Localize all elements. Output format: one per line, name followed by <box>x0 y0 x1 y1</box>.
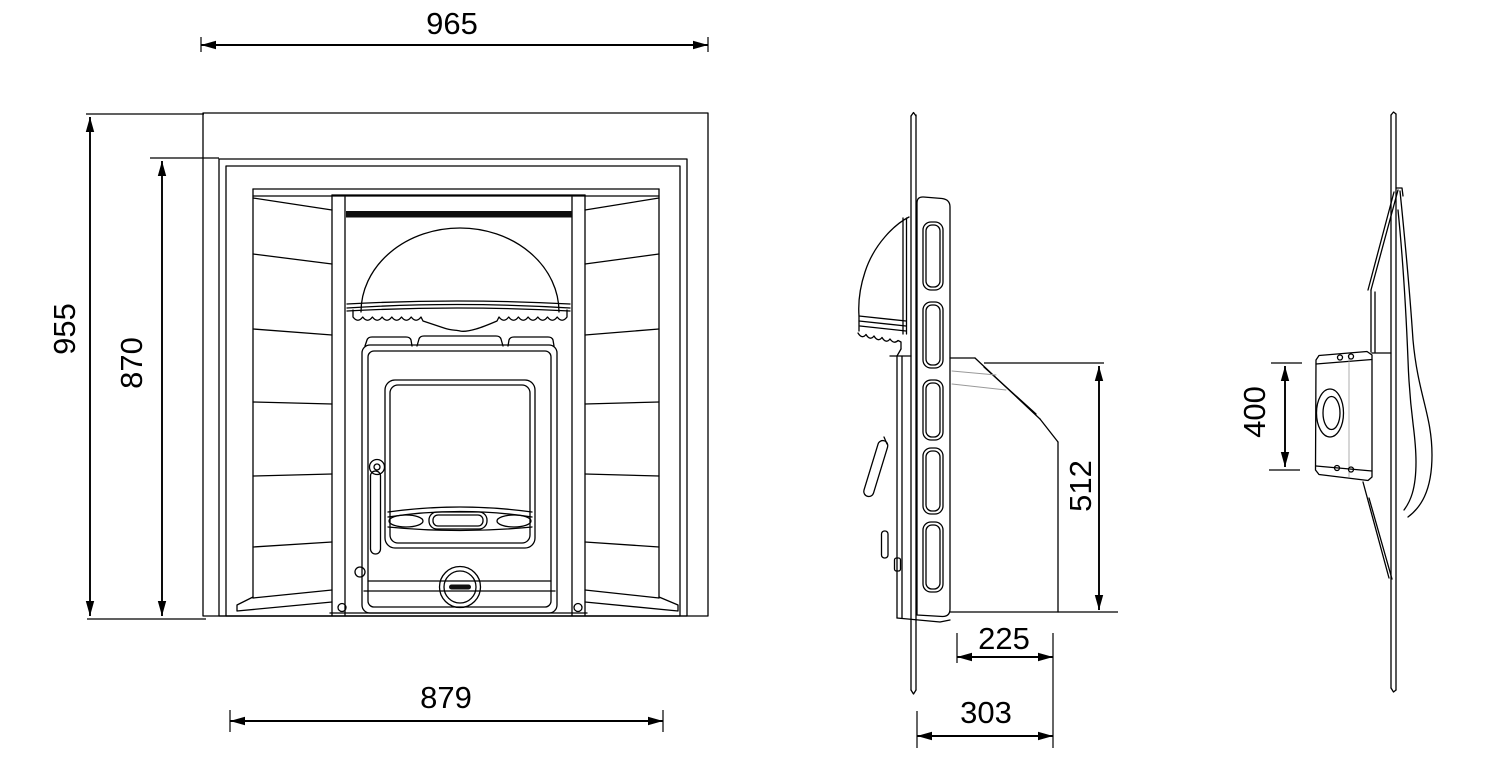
dim-front-inner-height: 870 <box>114 157 219 616</box>
latch-profile <box>880 530 889 559</box>
frame-slot <box>922 221 944 291</box>
dim-front-height: 955 <box>47 113 206 620</box>
top-lugs <box>364 335 555 347</box>
arch-dome <box>360 227 560 313</box>
dim-front-width: 965 <box>200 6 709 52</box>
frame-slot <box>922 447 944 515</box>
tile-divider <box>252 401 333 405</box>
dim-firebox-height: 512 <box>984 362 1118 613</box>
arched-canopy <box>346 227 571 333</box>
dim-label-flue-box-height: 400 <box>1237 386 1272 438</box>
right-tile-panel <box>584 188 679 612</box>
lower-slope-profile <box>1362 481 1393 580</box>
canopy-profile <box>857 216 910 357</box>
valance-edge <box>857 332 902 350</box>
flue-outlet <box>1315 388 1345 438</box>
dim-front-lower-width: 879 <box>229 680 664 732</box>
stove-door <box>354 344 558 614</box>
flue-box-bolt <box>1336 354 1344 361</box>
dim-firebox-depth: 225 <box>956 621 1054 748</box>
latch-pin <box>354 566 366 578</box>
tile-divider <box>252 541 333 548</box>
tile-divider <box>252 253 333 265</box>
flue-box-bolt <box>1333 464 1341 472</box>
dim-label-front-lower-width: 879 <box>420 680 472 715</box>
side-profile-view <box>857 111 1059 695</box>
firebox-profile <box>949 357 1059 613</box>
dim-label-firebox-height: 512 <box>1063 460 1098 512</box>
tile-divider <box>584 401 660 405</box>
tile-divider <box>584 253 660 265</box>
dim-label-front-height: 955 <box>47 303 82 355</box>
flue-box <box>1314 350 1392 482</box>
dim-label-overall-depth: 303 <box>960 695 1012 730</box>
tile-divider <box>584 541 660 548</box>
air-vent-band <box>387 506 533 513</box>
vent-slot <box>428 511 488 530</box>
base-bolt <box>573 602 583 613</box>
base-bolt <box>337 602 347 613</box>
dim-flue-box-height: 400 <box>1237 362 1302 471</box>
left-tile-panel <box>236 188 333 612</box>
dim-label-front-inner-height: 870 <box>114 337 149 389</box>
front-elevation-view <box>202 112 709 617</box>
dim-label-front-width: 965 <box>426 6 478 41</box>
insert-frame <box>331 194 586 617</box>
dim-label-firebox-depth: 225 <box>978 621 1030 656</box>
frame-slope-profile <box>1367 189 1399 353</box>
panel-plinth <box>584 596 679 612</box>
vent-slot <box>388 514 424 528</box>
air-vent-band <box>387 526 533 532</box>
door-handle <box>369 470 382 555</box>
panel-plinth <box>236 596 333 612</box>
tile-divider <box>584 328 660 336</box>
canopy-dome-profile <box>1395 187 1433 518</box>
door-profile <box>863 355 951 623</box>
dim-overall-depth: 303 <box>916 695 1053 748</box>
frame-slot <box>922 301 944 369</box>
fixing-frame <box>916 196 951 618</box>
stove-base <box>329 602 588 614</box>
tile-divider <box>252 473 333 477</box>
door-handle-profile <box>863 439 889 498</box>
lug <box>416 335 504 347</box>
back-plate-profile <box>1390 111 1397 693</box>
flue-box-bolt <box>1347 466 1355 473</box>
header-bar <box>346 211 572 218</box>
flue-box-bolt <box>1347 353 1355 360</box>
lug <box>364 336 413 347</box>
back-plate <box>910 111 917 695</box>
firebox-slope <box>983 366 1037 415</box>
end-profile-view <box>1314 111 1433 693</box>
tile-divider <box>584 473 660 477</box>
vent-slot <box>496 514 532 528</box>
tile-divider <box>252 328 333 336</box>
air-control-knob <box>438 565 482 609</box>
inner-frame-line <box>225 165 681 617</box>
lug <box>507 336 555 347</box>
knob-slot <box>449 584 471 590</box>
scalloped-valance <box>352 309 568 333</box>
door-handle-ring <box>368 458 386 476</box>
frame-slot <box>922 379 944 441</box>
frame-slot <box>922 521 944 593</box>
door-window <box>384 379 536 549</box>
